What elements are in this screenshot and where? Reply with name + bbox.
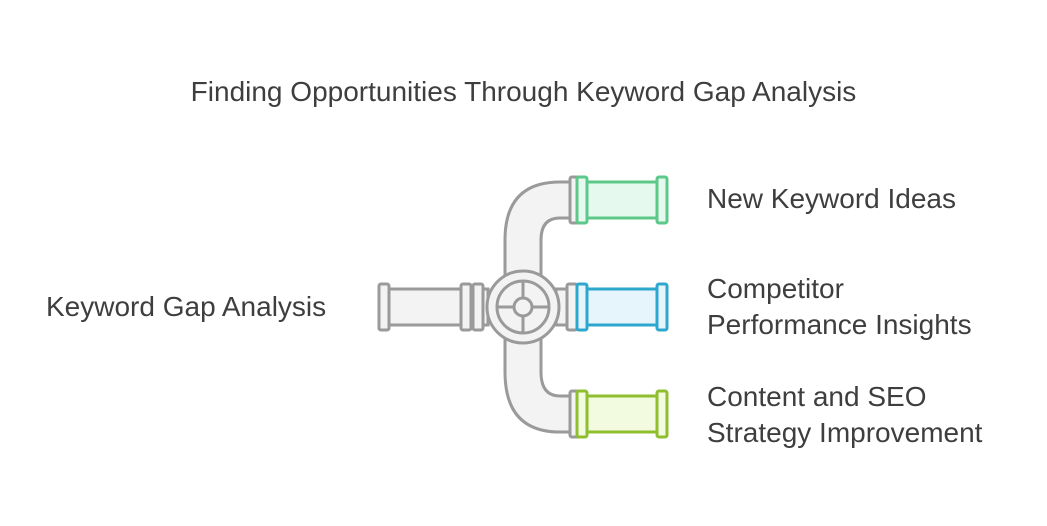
input-label: Keyword Gap Analysis — [46, 291, 327, 322]
output-pipe-3 — [568, 389, 669, 439]
output-pipe-2 — [575, 282, 669, 332]
output-pipe-1 — [568, 175, 669, 225]
input-pipe — [377, 282, 582, 332]
valve-icon — [485, 269, 561, 345]
diagram-title: Finding Opportunities Through Keyword Ga… — [190, 76, 857, 107]
output-label-content-seo-strategy: Content and SEO Strategy Improvement — [707, 381, 983, 448]
output-label-competitor-insights: Competitor Performance Insights — [707, 273, 972, 340]
output-label-new-keyword-ideas: New Keyword Ideas — [707, 183, 957, 214]
